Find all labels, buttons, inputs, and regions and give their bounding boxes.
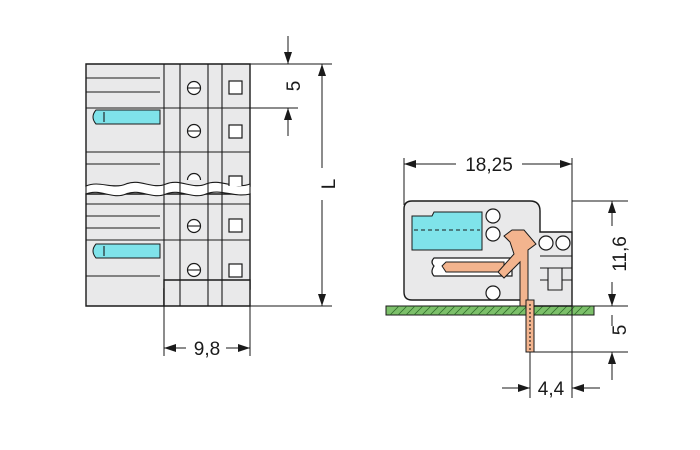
arrowhead: [318, 294, 326, 306]
side-circle: [485, 226, 501, 242]
arrowhead: [318, 64, 326, 76]
arrowhead: [560, 160, 572, 168]
depth-dimension: 18,25: [403, 155, 573, 232]
test-opening-square: [228, 80, 243, 95]
pole-trace: [86, 163, 160, 217]
pole-trace: [86, 77, 160, 93]
wire-entry-circle: [186, 172, 202, 181]
arrowhead: [238, 344, 250, 352]
pitch-dimension: 5: [250, 36, 305, 136]
latch-detail: [540, 255, 572, 291]
wire-entries: [186, 80, 202, 278]
pin-length-label: 5: [610, 325, 631, 336]
width-label: 9,8: [194, 339, 220, 360]
arrowhead: [608, 352, 616, 364]
arrowhead: [404, 160, 416, 168]
side-circle: [485, 208, 501, 224]
arrowhead: [572, 384, 584, 392]
pin-offset-label: 4,4: [538, 379, 565, 400]
contact-body: [497, 229, 537, 307]
side-view: 18,25 11,6 5 4,4: [385, 155, 631, 400]
arrowhead: [284, 108, 292, 120]
test-opening-square: [228, 124, 243, 139]
front-view: 5 L 9,8: [85, 36, 340, 360]
test-openings: [228, 80, 243, 278]
length-label: L: [319, 179, 340, 190]
pin-length-dimension: 5: [534, 315, 631, 380]
pitch-label: 5: [284, 81, 305, 92]
arrowhead: [608, 294, 616, 306]
pcb: [385, 305, 595, 316]
arrowhead: [608, 201, 616, 213]
side-circle: [485, 285, 501, 301]
housing-upper: [85, 63, 251, 187]
height-dimension: 11,6: [572, 200, 631, 307]
housing-foot: [163, 279, 251, 307]
contact-spring: [441, 261, 505, 273]
pin-offset-dimension: 4,4: [502, 306, 600, 400]
release-slot: [92, 243, 161, 259]
test-opening-square: [228, 263, 243, 278]
pcb-hatching: [389, 305, 592, 316]
depth-label: 18,25: [465, 155, 513, 176]
arrowhead: [518, 384, 530, 392]
test-opening-square: [228, 175, 243, 186]
release-slot: [92, 109, 161, 125]
side-circle: [538, 235, 554, 251]
arrowhead: [164, 344, 176, 352]
arrowhead: [284, 52, 292, 64]
pole-trace: [86, 227, 160, 277]
length-dimension: L: [250, 63, 340, 307]
height-label: 11,6: [610, 236, 631, 272]
break-line: [85, 181, 251, 197]
side-release-slot: [411, 211, 483, 251]
side-circle: [555, 235, 571, 251]
test-opening-square: [228, 218, 243, 233]
width-dimension: 9,8: [163, 306, 251, 360]
